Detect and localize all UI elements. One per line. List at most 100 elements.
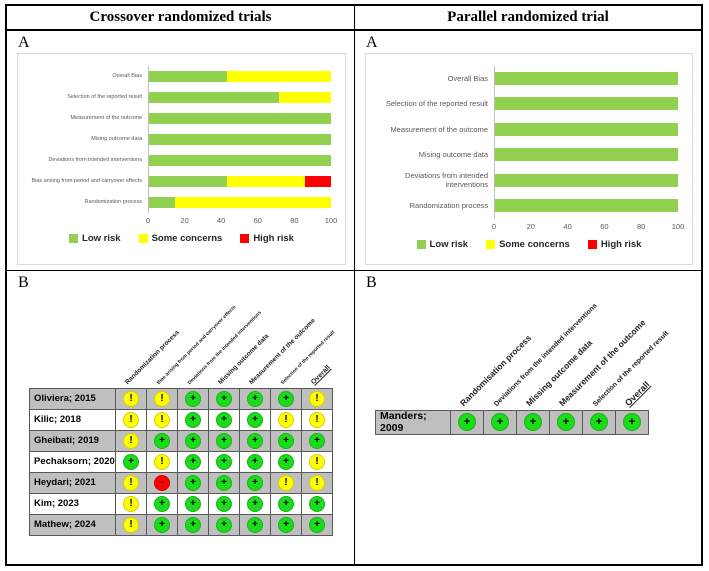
judgment-cell: + <box>240 493 271 515</box>
judgment-cell: + <box>271 451 302 473</box>
judgment-cell: + <box>271 514 302 536</box>
bar-segment-some-concerns <box>227 70 331 82</box>
bar-segment-low-risk <box>495 148 678 162</box>
bar-row <box>149 192 331 213</box>
judgment-cell: + <box>484 410 517 435</box>
category-label: Selection of the reported result <box>385 99 488 109</box>
x-tick: 60 <box>253 215 262 225</box>
judgment-circle-some: ! <box>278 411 294 428</box>
bar-rows <box>148 65 331 213</box>
bar-segment-high-risk <box>305 175 331 187</box>
category-label: Bias arising from period and carryover e… <box>31 177 142 184</box>
judgment-cell: + <box>178 493 209 515</box>
legend-label: Some concerns <box>151 232 223 244</box>
category-label: Measurement of the outcome <box>70 114 142 121</box>
legend-swatch-some-concerns <box>486 239 496 249</box>
judgment-cell: ! <box>302 472 333 494</box>
judgment-circle-low: + <box>247 495 263 512</box>
judgment-cell: ! <box>116 430 147 452</box>
bar-segment-low-risk <box>495 97 678 111</box>
judgment-circle-low: + <box>185 495 201 512</box>
judgment-circle-low: + <box>247 474 263 491</box>
panel-a-label: A <box>366 34 378 51</box>
stacked-bar <box>149 70 331 82</box>
study-label: Kim; 2023 <box>30 493 116 515</box>
legend-label: High risk <box>600 238 642 250</box>
judgment-cell: ! <box>271 472 302 494</box>
bar-segment-low-risk <box>149 196 176 208</box>
x-tick: 0 <box>491 221 497 231</box>
judgment-cell: ! <box>147 409 178 431</box>
category-label: Mising outcome data <box>91 135 142 142</box>
judgment-cell: + <box>616 410 649 435</box>
bar-row <box>149 129 331 150</box>
judgment-cell: + <box>240 451 271 473</box>
judgment-circle-low: + <box>185 516 201 533</box>
stacked-bar <box>149 91 331 103</box>
legend-swatch-high-risk <box>587 239 597 249</box>
judgment-circle-some: ! <box>309 453 325 470</box>
bar-segment-low-risk <box>495 71 678 85</box>
bar-row <box>149 66 331 87</box>
judgment-circle-low: + <box>590 413 608 432</box>
judgment-circle-some: ! <box>154 453 170 470</box>
judgment-circle-high: - <box>154 474 170 491</box>
judgment-circle-some: ! <box>123 516 139 533</box>
bar-row <box>495 142 678 168</box>
x-tick: 20 <box>526 221 535 231</box>
judgment-circle-low: + <box>216 453 232 470</box>
judgment-circle-low: + <box>458 413 476 432</box>
judgment-cell: + <box>271 430 302 452</box>
bar-segment-low-risk <box>495 199 678 213</box>
bar-row <box>149 108 331 129</box>
judgment-cell: + <box>178 514 209 536</box>
legend-label: High risk <box>253 232 294 244</box>
judgment-cell: + <box>240 409 271 431</box>
judgment-circle-low: + <box>309 516 325 533</box>
judgment-cell: + <box>271 388 302 410</box>
x-tick: 40 <box>563 221 572 231</box>
study-label: Pechaksorn; 2020 <box>30 451 116 473</box>
crossover-header-text: Crossover randomized trials <box>89 9 272 25</box>
bar-row <box>495 91 678 117</box>
judgment-cell: + <box>209 430 240 452</box>
judgment-cell: + <box>178 388 209 410</box>
stacked-bar <box>149 133 331 145</box>
judgment-circle-low: + <box>216 411 232 428</box>
judgment-circle-low: + <box>278 432 294 449</box>
judgment-circle-low: + <box>278 516 294 533</box>
judgment-cell: + <box>240 430 271 452</box>
judgment-circle-low: + <box>216 390 232 407</box>
judgment-cell: + <box>240 514 271 536</box>
judgment-cell: ! <box>116 472 147 494</box>
traffic-light-grid: Oliviera; 2015!!++++!Kilic; 2018!!+++!!G… <box>29 387 333 536</box>
rotated-column-header: Selection of the reported result <box>279 329 337 386</box>
rotated-column-header: Randomization process <box>123 328 181 386</box>
judgment-cell: ! <box>302 451 333 473</box>
bar-segment-low-risk <box>149 133 331 145</box>
legend-item: High risk <box>587 238 642 250</box>
judgment-cell: + <box>451 410 484 435</box>
judgment-cell: + <box>178 472 209 494</box>
stacked-bar <box>495 122 678 136</box>
category-label: Selection of the reported result <box>67 93 142 100</box>
x-tick: 80 <box>290 215 299 225</box>
bar-segment-low-risk <box>495 122 678 136</box>
category-label: Mising outcome data <box>418 150 488 160</box>
bar-row <box>495 66 678 92</box>
judgment-cell: + <box>550 410 583 435</box>
judgment-circle-low: + <box>247 390 263 407</box>
bar-segment-some-concerns <box>175 196 331 208</box>
